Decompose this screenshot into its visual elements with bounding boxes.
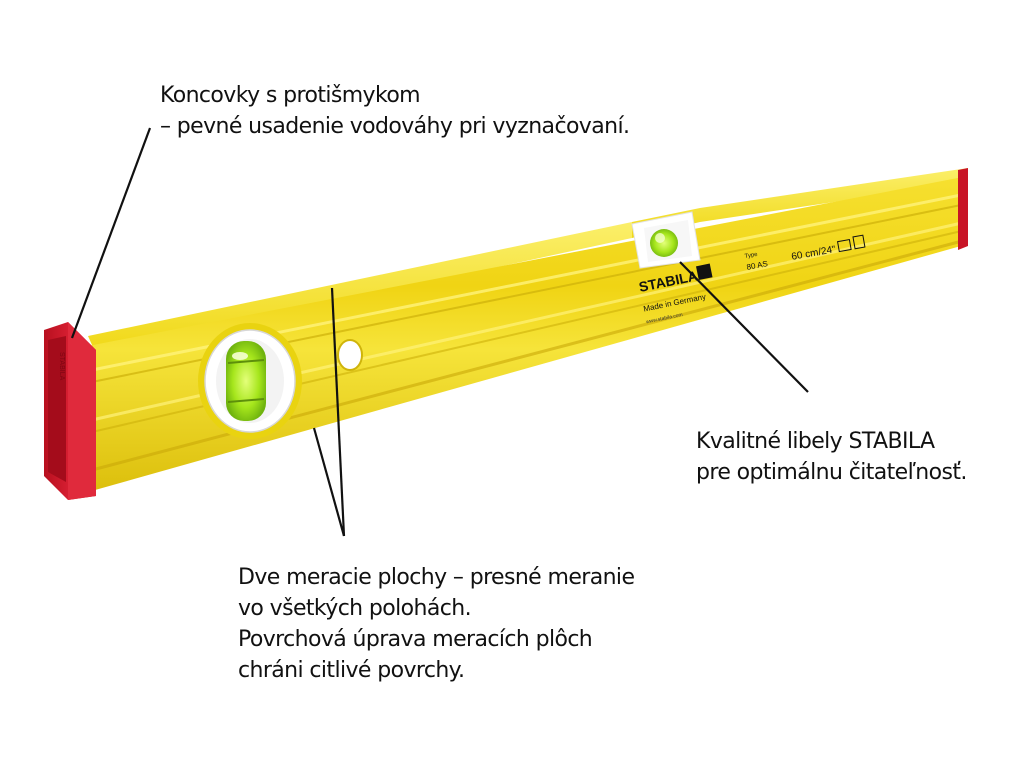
annotation-line: Koncovky s protišmykom xyxy=(160,83,421,108)
end-cap-print: STABILA xyxy=(58,352,65,381)
annotation-line: pre optimálnu čitateľnosť. xyxy=(696,460,967,485)
annotation-line: – pevné usadenie vodováhy pri vyznačovan… xyxy=(160,114,630,139)
pointer-line-faces-top xyxy=(330,287,346,537)
level-body: STABILA Made in Germany www.stabila.com … xyxy=(44,168,968,500)
pointer-line-faces-bottom xyxy=(312,427,346,537)
pointer-line-vials xyxy=(679,261,809,393)
model-print: 80 AS xyxy=(746,259,769,272)
annotation-line: chráni citlivé povrchy. xyxy=(238,658,465,683)
annotation-line: Povrchová úprava meracích plôch xyxy=(238,627,593,652)
pointer-lines xyxy=(70,127,809,537)
annotation-line: Dve meracie plochy – presné meranie xyxy=(238,565,635,590)
top-vial-housing xyxy=(631,211,701,269)
annotation-line: vo všetkých polohách. xyxy=(238,596,472,621)
side-vial-window xyxy=(198,323,302,439)
annotation-measuring-faces: Dve meracie plochy – presné meranie vo v… xyxy=(238,562,635,686)
right-end-cap xyxy=(958,168,968,250)
type-label-print: Type xyxy=(744,252,759,260)
annotation-line: Kvalitné libely STABILA xyxy=(696,429,935,454)
grip-hole xyxy=(337,339,363,371)
pointer-line-ends xyxy=(70,127,152,339)
annotation-end-caps: Koncovky s protišmykom – pevné usadenie … xyxy=(160,80,630,142)
left-end-cap: STABILA xyxy=(44,322,96,500)
annotation-vials: Kvalitné libely STABILA pre optimálnu či… xyxy=(696,426,967,488)
